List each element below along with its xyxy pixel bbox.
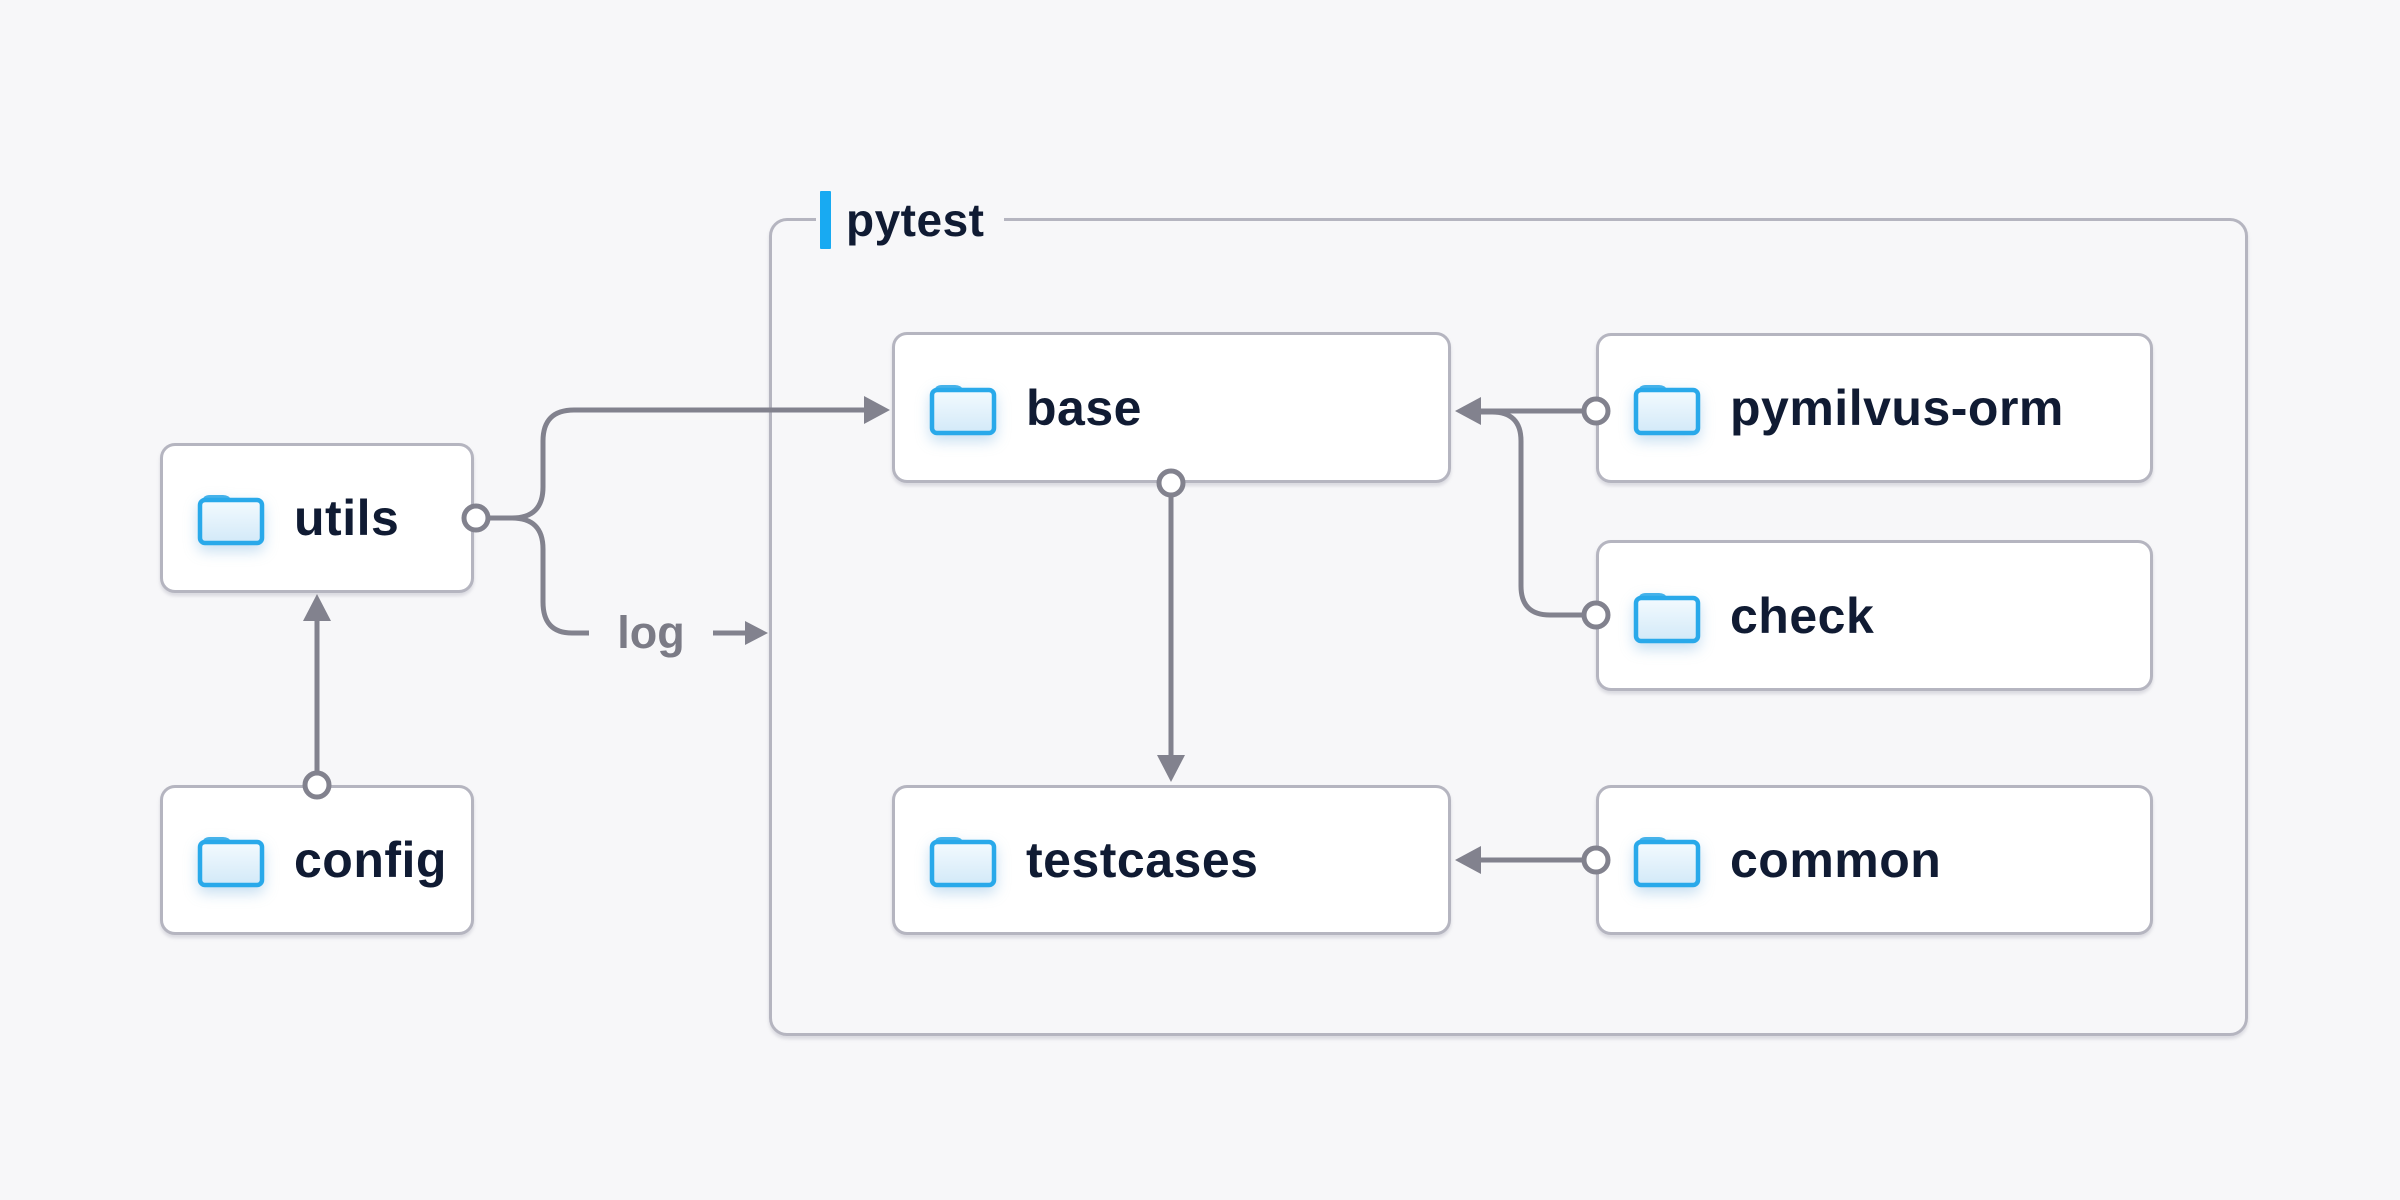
arrowhead-up <box>303 594 331 621</box>
folder-icon <box>1633 385 1701 436</box>
folder-icon <box>197 837 265 888</box>
node-label: pymilvus-orm <box>1730 380 2064 436</box>
node-utils: utils <box>160 443 474 593</box>
folder-icon <box>929 837 997 888</box>
accent-bar-icon <box>820 191 831 249</box>
node-label: config <box>294 832 447 888</box>
pytest-group-label: pytest <box>816 188 1005 252</box>
pytest-group-container: pytest <box>769 188 2248 1036</box>
folder-icon <box>1633 837 1701 888</box>
node-config: config <box>160 785 474 935</box>
node-check: check <box>1596 540 2153 691</box>
folder-icon <box>1633 592 1701 643</box>
folder-icon <box>929 384 997 435</box>
node-label: testcases <box>1026 832 1259 888</box>
node-label: check <box>1730 587 1875 644</box>
edge-label-log: log <box>617 607 685 658</box>
folder-icon <box>197 495 265 546</box>
node-label: utils <box>294 490 400 546</box>
arrowhead-right-small <box>745 621 768 645</box>
pytest-group-title: pytest <box>846 194 985 246</box>
node-label: base <box>1026 379 1142 436</box>
node-label: common <box>1730 832 1942 888</box>
node-pymilvus-orm: pymilvus-orm <box>1596 333 2153 483</box>
edge-config-utils <box>302 594 332 800</box>
node-common: common <box>1596 785 2153 935</box>
node-testcases: testcases <box>892 785 1451 935</box>
node-base: base <box>892 332 1451 483</box>
